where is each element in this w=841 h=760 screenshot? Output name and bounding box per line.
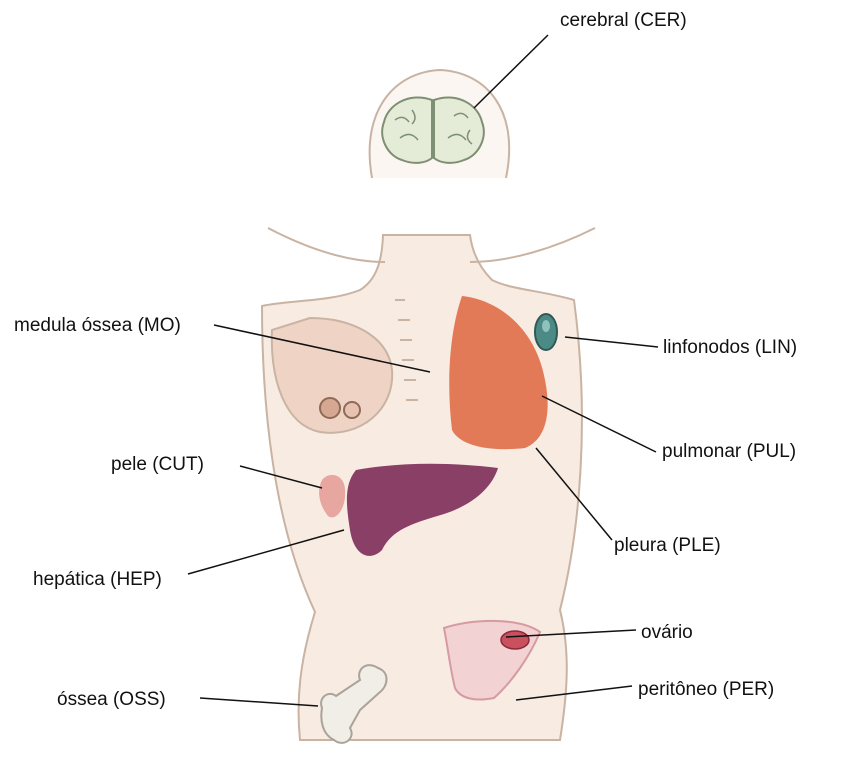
label-pulmonar: pulmonar (PUL) xyxy=(662,441,796,463)
label-pele: pele (CUT) xyxy=(111,454,204,476)
label-peritoneo: peritôneo (PER) xyxy=(638,679,774,701)
label-linfonodos: linfonodos (LIN) xyxy=(663,337,797,359)
label-medula-ossea: medula óssea (MO) xyxy=(14,315,181,337)
label-ovario: ovário xyxy=(641,622,693,644)
label-cerebral: cerebral (CER) xyxy=(560,10,687,32)
label-hepatica: hepática (HEP) xyxy=(33,569,162,591)
lymph-node-icon xyxy=(535,314,557,350)
ovary-icon xyxy=(501,631,529,649)
label-pleura: pleura (PLE) xyxy=(614,535,721,557)
brain-icon xyxy=(382,97,484,162)
label-ossea: óssea (OSS) xyxy=(57,689,166,711)
